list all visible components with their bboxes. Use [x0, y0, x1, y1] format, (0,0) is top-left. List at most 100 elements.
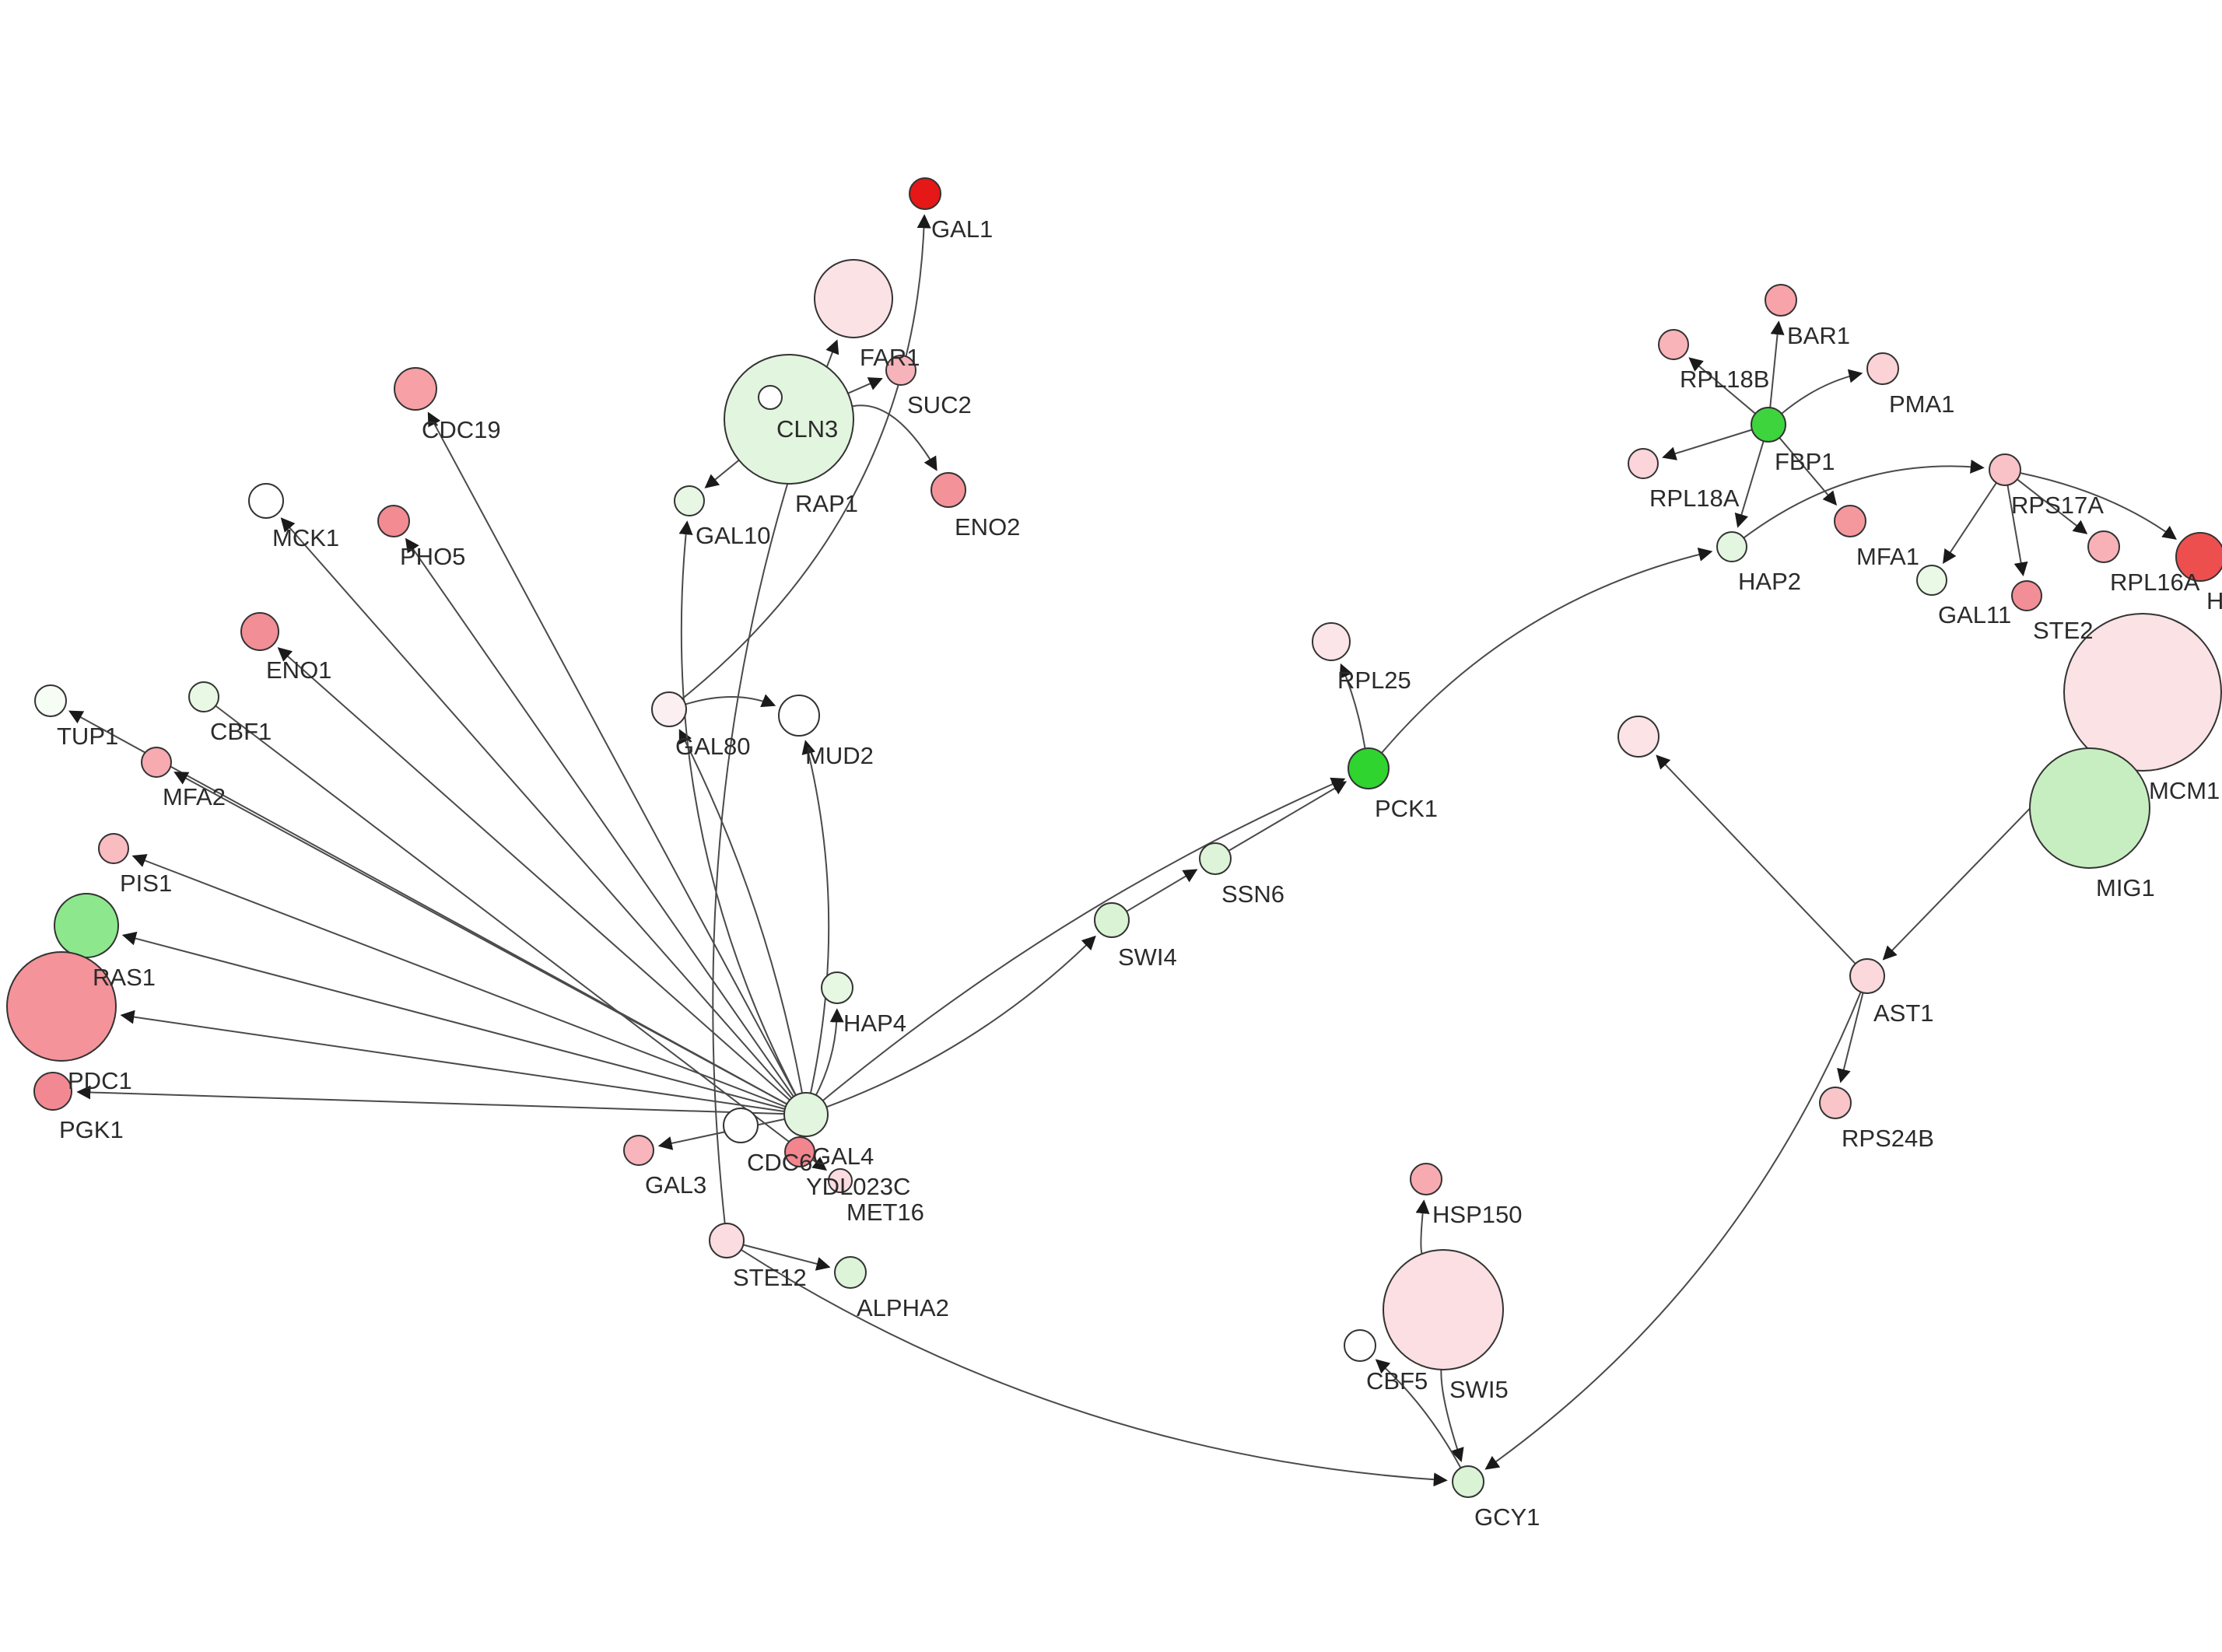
- edge-SWI4-SSN6[interactable]: [1126, 869, 1198, 912]
- edge-RPS17A-RPL16A[interactable]: [2017, 478, 2088, 534]
- node-RPL25[interactable]: [1312, 622, 1351, 661]
- node-HIS4[interactable]: [2175, 532, 2222, 582]
- edge-GCY1-CBF5[interactable]: [1375, 1359, 1462, 1468]
- node-PIS1[interactable]: [98, 833, 129, 864]
- node-PDC1[interactable]: [6, 951, 117, 1062]
- node-YDL023C[interactable]: [784, 1136, 815, 1167]
- node-TUP1[interactable]: [34, 684, 67, 717]
- node-MUD2[interactable]: [778, 695, 820, 737]
- edge-PCK1-RPL25[interactable]: [1339, 663, 1366, 749]
- node-label-GAL4: GAL4: [812, 1143, 874, 1170]
- node-MIG1[interactable]: [2029, 747, 2150, 869]
- edge-GAL4-HAP4[interactable]: [815, 1008, 844, 1096]
- node-GCY1[interactable]: [1452, 1465, 1484, 1498]
- node-label-CDC19: CDC19: [422, 416, 501, 443]
- node-MCM1[interactable]: [2063, 613, 2222, 772]
- edge-GAL4-GAL80[interactable]: [678, 729, 803, 1094]
- edge-SSN6-PCK1[interactable]: [1228, 781, 1348, 852]
- edge-GAL4-PHO5[interactable]: [405, 537, 794, 1097]
- node-SSN6[interactable]: [1199, 842, 1232, 875]
- edge-AST1-RPS24B[interactable]: [1837, 992, 1864, 1083]
- node-BAR1[interactable]: [1765, 284, 1797, 317]
- node-SWI4[interactable]: [1094, 902, 1130, 938]
- node-RPL18B[interactable]: [1658, 329, 1689, 360]
- edge-SWI5-HSP150[interactable]: [1415, 1199, 1430, 1255]
- edge-AST1-node1[interactable]: [1656, 754, 1856, 964]
- edge-FBP1-MFA1[interactable]: [1779, 437, 1838, 506]
- node-HSP150[interactable]: [1410, 1163, 1442, 1195]
- edge-FBP1-BAR1[interactable]: [1769, 320, 1785, 408]
- node-HAP4[interactable]: [821, 971, 853, 1004]
- edge-RAP1-GAL10[interactable]: [704, 459, 740, 488]
- edge-GAL4-MFA2[interactable]: [173, 772, 787, 1105]
- node-RAS1[interactable]: [54, 893, 119, 958]
- node-MFA1[interactable]: [1834, 505, 1866, 537]
- node-AST1[interactable]: [1849, 958, 1885, 994]
- edge-FBP1-RPL18B[interactable]: [1688, 357, 1756, 415]
- edge-GAL4-MUD2[interactable]: [801, 740, 830, 1094]
- edge-GAL4-GAL10[interactable]: [678, 520, 797, 1096]
- node-CBF1[interactable]: [188, 681, 219, 712]
- node-MET16[interactable]: [828, 1168, 853, 1193]
- node-MCK1[interactable]: [248, 483, 284, 519]
- edge-GAL4-PGK1[interactable]: [76, 1085, 785, 1115]
- node-CBF5[interactable]: [1344, 1329, 1376, 1362]
- edge-GAL4-PCK1[interactable]: [822, 777, 1346, 1101]
- edge-RAP1-ENO2[interactable]: [852, 404, 938, 471]
- edge-FBP1-RPL18A[interactable]: [1662, 429, 1753, 460]
- edge-RPS17A-STE2[interactable]: [2006, 485, 2028, 577]
- edge-STE12-GCY1[interactable]: [740, 1248, 1448, 1487]
- edge-AST1-GCY1[interactable]: [1484, 992, 1862, 1470]
- edge-RPS17A-HIS4[interactable]: [2020, 472, 2177, 540]
- node-GAL1[interactable]: [909, 177, 941, 210]
- node-PCK1[interactable]: [1348, 747, 1390, 789]
- node-STE12[interactable]: [709, 1223, 745, 1258]
- edge-GAL4-CDC19[interactable]: [427, 411, 797, 1096]
- edge-PCK1-HAP2[interactable]: [1381, 548, 1713, 754]
- edge-FBP1-HAP2[interactable]: [1734, 440, 1765, 528]
- node-PHO5[interactable]: [377, 505, 410, 537]
- edge-GAL4-ENO1[interactable]: [277, 647, 790, 1101]
- node-GAL11[interactable]: [1916, 565, 1947, 596]
- edge-GAL4-RAS1[interactable]: [121, 931, 786, 1110]
- edge-GAL80-GAL1[interactable]: [682, 214, 931, 699]
- node-SWI5[interactable]: [1383, 1249, 1504, 1370]
- edge-FBP1-PMA1[interactable]: [1781, 369, 1863, 415]
- node-HAP2[interactable]: [1716, 531, 1747, 562]
- edge-GAL4-PDC1[interactable]: [120, 1010, 785, 1112]
- node-PGK1[interactable]: [33, 1072, 72, 1111]
- node-ENO2[interactable]: [931, 472, 966, 508]
- edge-GAL4-SWI4[interactable]: [825, 935, 1096, 1108]
- edge-CBF1-MET16[interactable]: [215, 705, 828, 1171]
- node-CDC19[interactable]: [394, 367, 437, 411]
- node-PMA1[interactable]: [1866, 352, 1899, 385]
- edge-GAL4-PIS1[interactable]: [131, 854, 787, 1108]
- edge-GAL80-MUD2[interactable]: [685, 694, 776, 708]
- node-FAR1[interactable]: [814, 259, 893, 338]
- node-FBP1[interactable]: [1751, 407, 1786, 443]
- node-ALPHA2[interactable]: [834, 1256, 867, 1289]
- node-RPL18A[interactable]: [1628, 448, 1659, 479]
- node-MFA2[interactable]: [141, 747, 172, 778]
- node-node1[interactable]: [1617, 716, 1659, 758]
- node-RAP1[interactable]: [724, 354, 854, 485]
- node-GAL3[interactable]: [623, 1135, 654, 1166]
- edge-SWI5-GCY1[interactable]: [1440, 1369, 1464, 1463]
- edge-STE12-ALPHA2[interactable]: [743, 1244, 831, 1271]
- edge-RPS17A-GAL11[interactable]: [1943, 482, 1997, 564]
- node-GAL80[interactable]: [651, 691, 687, 727]
- node-RPS17A[interactable]: [1989, 453, 2021, 486]
- node-ENO1[interactable]: [240, 612, 279, 651]
- edge-GAL4-GAL3[interactable]: [657, 1118, 785, 1150]
- edge-GAL4-MCK1[interactable]: [280, 517, 793, 1099]
- node-GAL10[interactable]: [674, 485, 705, 516]
- edge-RAP1-SUC2[interactable]: [846, 377, 883, 394]
- node-CDC6[interactable]: [723, 1108, 759, 1143]
- node-RPS24B[interactable]: [1819, 1087, 1852, 1119]
- node-GAL4[interactable]: [783, 1092, 829, 1137]
- edge-HAP2-RPS17A[interactable]: [1743, 459, 1985, 539]
- node-CLN3[interactable]: [758, 385, 783, 410]
- node-RPL16A[interactable]: [2087, 530, 2120, 563]
- node-SUC2[interactable]: [885, 355, 916, 386]
- node-STE2[interactable]: [2011, 580, 2042, 611]
